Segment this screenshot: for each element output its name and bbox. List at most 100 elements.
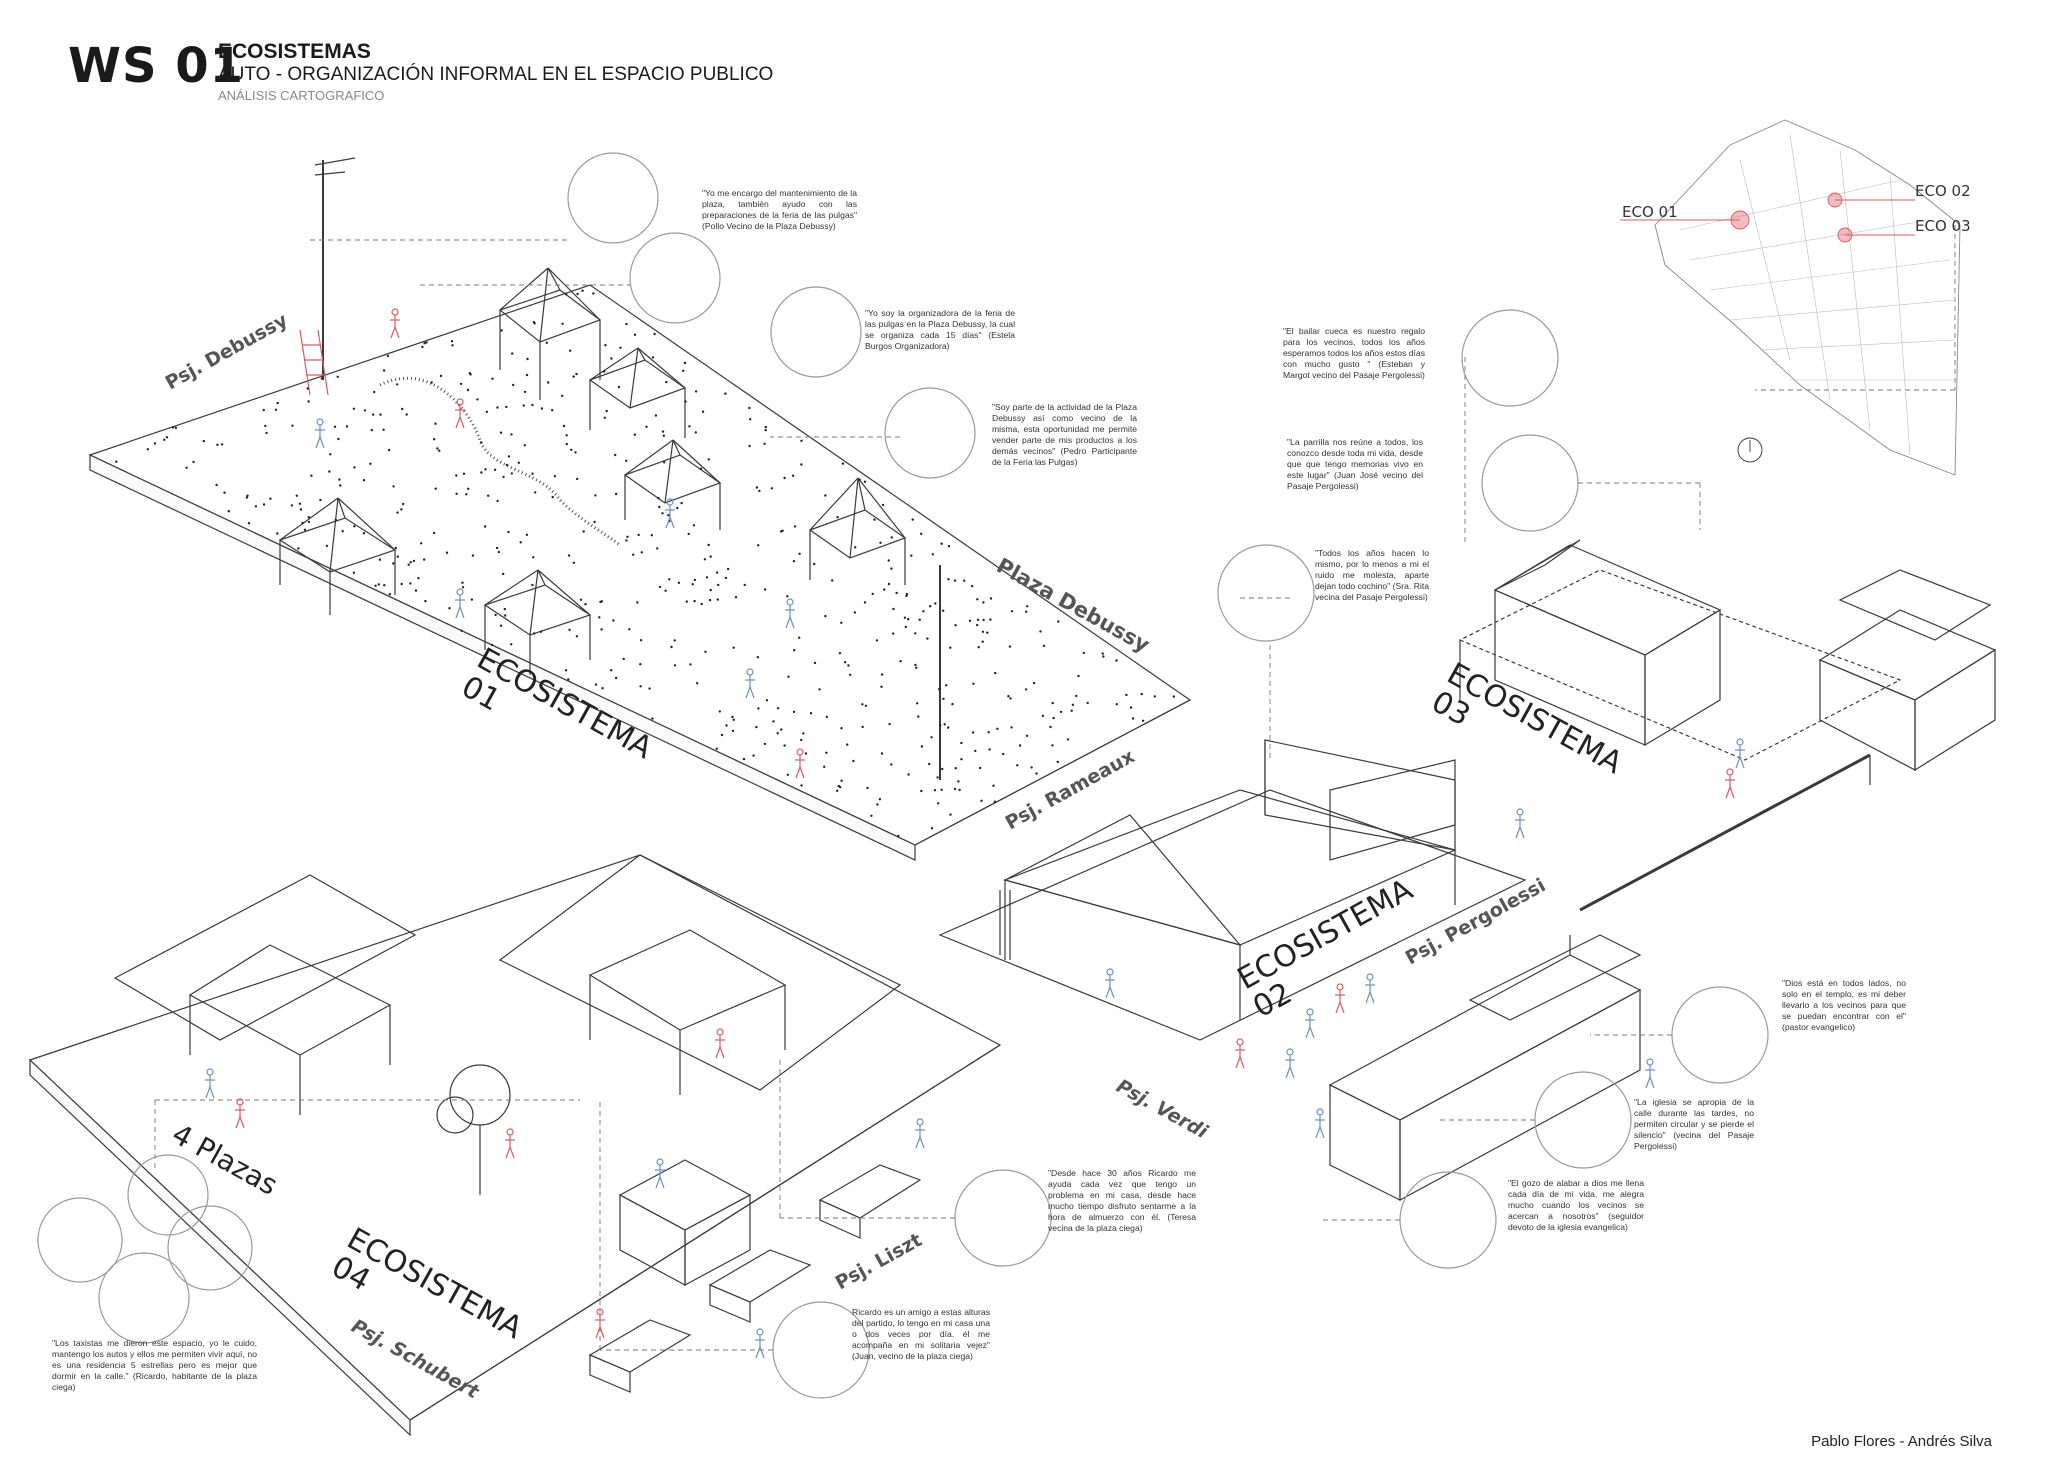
plaza-dot [645,425,648,428]
plaza-dot [931,553,934,556]
plaza-dot [1039,630,1042,633]
plaza-dot [409,561,412,564]
plaza-dot [568,628,571,631]
plaza-dot [732,718,735,721]
minimap-eco-02: ECO 02 [1915,182,1971,200]
plaza-dot [633,433,636,436]
plaza-dot [562,424,566,428]
plaza-dot [220,443,224,446]
plaza-dot [971,731,975,734]
plaza-dot [939,724,942,727]
tent-3 [623,439,722,530]
plaza-dot [922,610,925,613]
plaza-dot [262,503,266,506]
plaza-dot [523,390,527,394]
plaza-dot [519,541,522,544]
plaza-dot [895,591,898,595]
plaza-dot [507,455,511,458]
plaza-dot [651,356,655,359]
plaza-dot [899,660,902,663]
plaza-dot [1066,738,1070,741]
person-figure [755,1328,765,1359]
minimap-eco-03: ECO 03 [1915,217,1971,235]
plaza-dot [887,559,890,562]
plaza-dot [540,407,544,410]
plaza-dot [651,717,654,720]
plaza-dot [691,583,694,586]
plaza-dot [689,663,692,666]
plaza-dot [752,754,755,757]
plaza-dot [880,752,884,755]
plaza-dot [786,773,789,776]
plaza-dot [310,474,313,477]
plaza-dot [853,611,857,614]
plaza-dot [873,518,876,521]
plaza-dot [880,685,883,688]
plaza-dot [907,618,910,621]
plaza-dot [551,409,554,412]
plaza-dot [680,501,683,505]
plaza-dot [726,567,730,571]
plaza-dot [1071,703,1075,706]
plaza-dot [720,733,724,737]
plaza-dot [875,639,879,642]
plaza-dot [298,502,302,505]
plaza-dot [947,545,951,548]
plaza-dot [379,413,382,416]
plaza-dot [694,431,697,434]
person-figure [1645,1058,1655,1089]
plaza-dot [503,607,506,611]
plaza-dot [942,697,945,700]
plaza-dot [1009,697,1012,700]
plaza-dot [1025,610,1028,613]
plaza-dot [290,504,294,507]
plaza-dot [1140,692,1143,696]
plaza-dot [276,532,279,535]
plaza-dot [749,418,752,421]
plaza-dot [569,349,572,352]
plaza-dot [824,494,827,497]
plaza-dot [989,618,992,621]
person-figure [1105,968,1115,999]
plaza-dot [798,552,801,555]
plaza-dot [954,624,957,627]
plaza-dot [392,562,395,565]
plaza-dot [526,357,529,361]
person-figure [795,748,805,779]
plaza-dot [382,369,386,372]
plaza-dot [306,387,309,390]
plaza-dot [798,636,801,639]
plaza-dot [831,579,834,582]
plaza-dot [949,813,952,816]
street-liszt: Psj. Liszt [832,1229,926,1294]
plaza-dot [743,583,746,587]
person-figure [455,398,465,429]
plaza-dot [439,374,443,378]
plaza-dot [612,619,615,622]
ecosystem-02-block [938,739,1642,1202]
plaza-dot [1010,610,1014,613]
plaza-dot [905,592,909,596]
plaza-dot [968,619,972,622]
plaza-dot [770,487,773,490]
plaza-dot [307,516,310,519]
quote-pollo: "Yo me encargo del mantenimiento de la p… [702,188,857,231]
person-figure [1315,1108,1325,1139]
plaza-dot [928,762,931,766]
ecosystem-label-03: ECOSISTEMA 03 [1426,656,1629,781]
plaza-dot [628,628,631,631]
plaza-dot [883,588,886,591]
plaza-dot [325,544,329,548]
plaza-dot [1042,644,1046,647]
plaza-dot [1049,725,1052,729]
plaza-dot [1141,719,1145,722]
plaza-dot [533,322,536,325]
plaza-dot [445,551,449,554]
person-figure [315,418,325,449]
plaza-dot [174,426,178,429]
plaza-dot [329,453,332,456]
plaza-dot [401,407,404,411]
plaza-dot [934,602,937,605]
plaza-dot [462,472,466,475]
person-figure [1735,738,1745,769]
